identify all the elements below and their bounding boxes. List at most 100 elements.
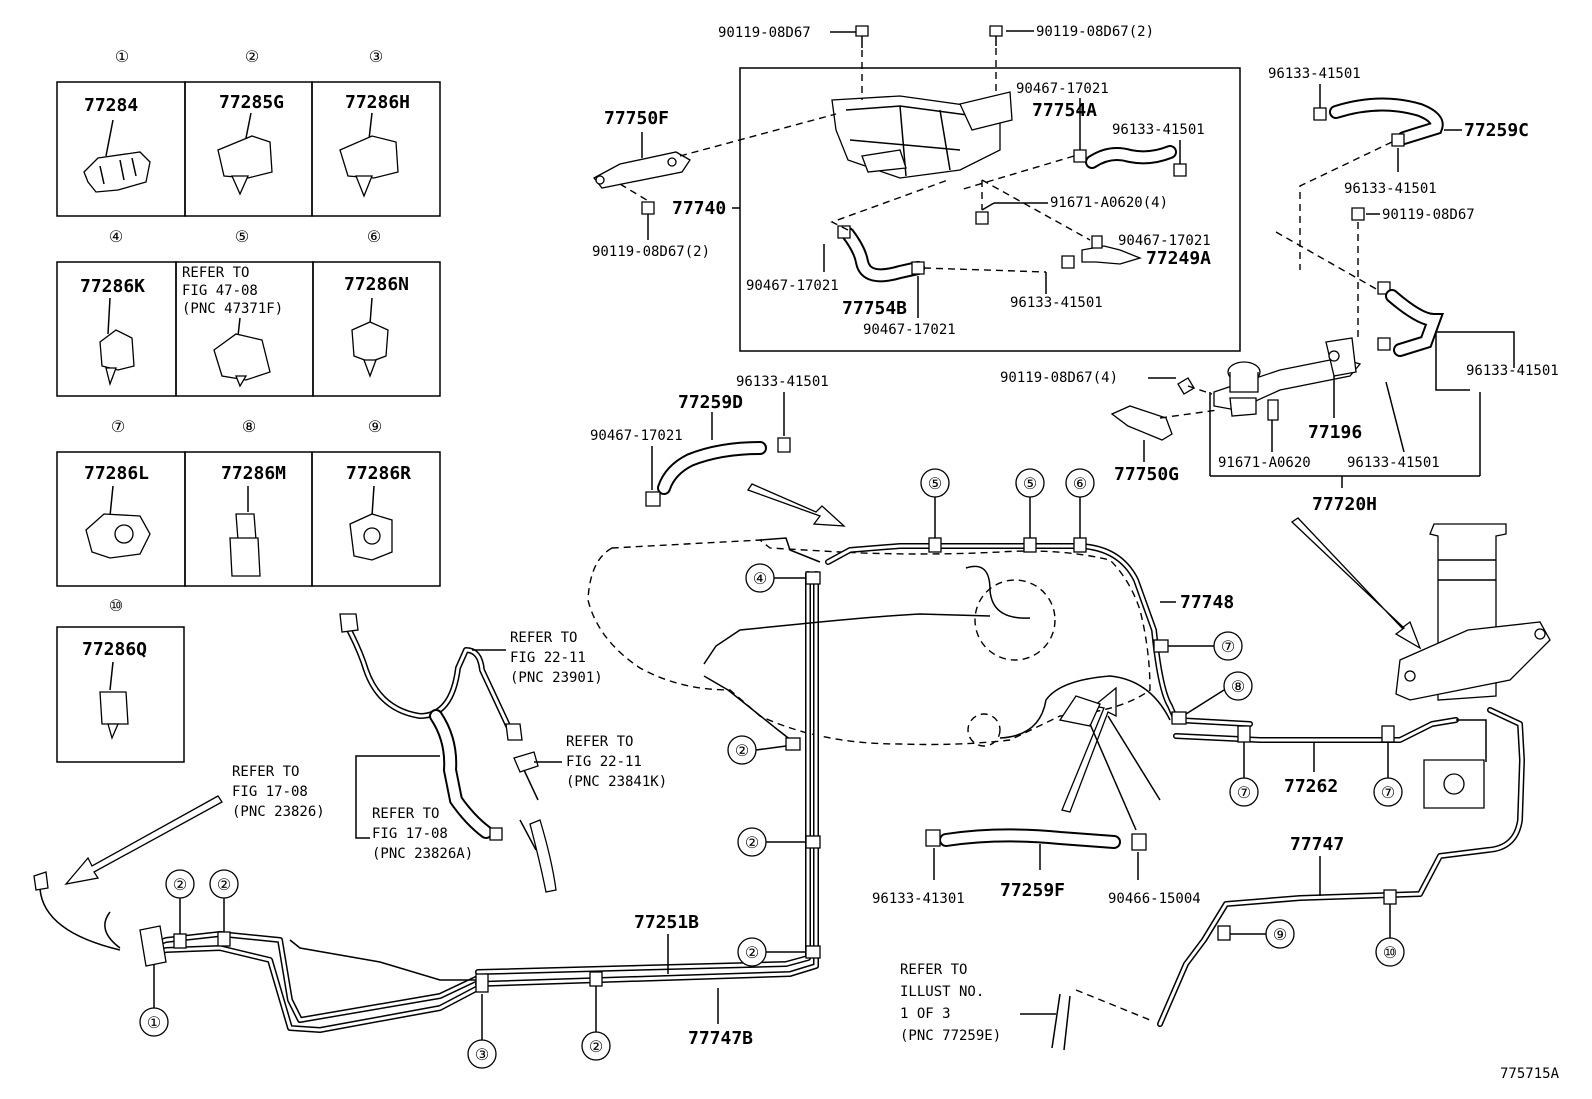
clip-9-cell[interactable] — [311, 451, 441, 587]
clip-3-icon — [339, 112, 399, 198]
clamp-m-label: 96133-41301 — [872, 891, 965, 907]
hose-77795[interactable] — [1275, 231, 1515, 391]
direction-arrow-icon — [1061, 686, 1117, 813]
clip-8-number: ⑧ — [242, 417, 256, 436]
bracket-77750g[interactable] — [1110, 405, 1219, 462]
clip-3-cell[interactable] — [311, 81, 441, 217]
clip-4-part-number: 77286K — [80, 276, 145, 297]
clamp-icon — [645, 491, 661, 507]
hose-77754b[interactable] — [823, 179, 1047, 318]
tube-77748[interactable] — [825, 543, 1253, 727]
filler-neck — [1058, 695, 1101, 727]
marker-3: ③ — [475, 1045, 489, 1064]
clip-3-number: ③ — [369, 47, 383, 66]
clip-9-icon — [349, 485, 393, 561]
tube-77747[interactable] — [1157, 707, 1525, 1027]
bolt-91671-4-label: 91671-A0620(4) — [1050, 195, 1168, 211]
marker-8: ⑧ — [1231, 677, 1245, 696]
tube-77262[interactable] — [1173, 717, 1459, 743]
bolt-icon — [1177, 377, 1195, 395]
tube-vertical-main[interactable] — [475, 571, 819, 987]
clamp-icon — [1073, 149, 1087, 163]
tube-77262-label: 77262 — [1284, 776, 1338, 797]
bolt-91671 — [1267, 399, 1279, 452]
bracket-77750f[interactable] — [593, 113, 837, 203]
marker-2f: ② — [589, 1037, 603, 1056]
marker-2c: ② — [745, 943, 759, 962]
ref-23841k-line-2: FIG 22-11 — [566, 754, 642, 770]
clip-1-number: ① — [115, 47, 129, 66]
ref-23901-line-1: REFER TO — [510, 630, 577, 646]
clamp-icon — [1173, 163, 1187, 177]
bolt-4-label: 90119-08D67(4) — [1000, 370, 1118, 386]
clip-5-number: ⑤ — [235, 227, 249, 246]
vsv-assembly-77720h[interactable] — [1209, 337, 1481, 488]
bolt-icon — [989, 25, 1003, 37]
fuel-tank-outline — [587, 539, 1171, 831]
marker-4: ④ — [753, 569, 767, 588]
clamp-l-label: 90467-17021 — [590, 428, 683, 444]
clamp-icon — [489, 827, 503, 841]
bolt-icon — [1351, 207, 1365, 221]
hose-77259e-reference — [1020, 989, 1151, 1051]
clip-1-part-number: 77284 — [84, 95, 138, 116]
ref-23826-line-2: FIG 17-08 — [232, 784, 308, 800]
clip-markers: ⑤ ⑤ ⑥ ④ ⑦ ⑧ ② ② ② ② — [139, 468, 1405, 1069]
bolt-top-right: 90119-08D67(2) — [989, 24, 1154, 96]
ref-23841k-line-3: (PNC 23841K) — [566, 774, 667, 790]
hose-77259d[interactable] — [645, 392, 791, 507]
clamp-c-label: 90467-17021 — [1118, 233, 1211, 249]
clip-2-number: ② — [245, 47, 259, 66]
marker-7c: ⑦ — [1381, 783, 1395, 802]
marker-9: ⑨ — [1273, 925, 1287, 944]
clip-4-number: ④ — [109, 227, 123, 246]
clip-7-part-number: 77286L — [84, 463, 149, 484]
bolt-icon — [855, 25, 869, 37]
hose-77259f[interactable] — [925, 828, 1147, 880]
hose-77754b-label: 77754B — [842, 298, 907, 319]
clamp-n-label: 90466-15004 — [1108, 891, 1201, 907]
clamp-icon — [925, 829, 941, 847]
clamp-e-label: 90467-17021 — [863, 322, 956, 338]
clip-2-part-number: 77285G — [219, 92, 284, 113]
clip-1-icon — [83, 119, 151, 193]
direction-arrow-icon — [746, 483, 846, 527]
clamp-d-label: 90467-17021 — [746, 278, 839, 294]
tube-77747b[interactable] — [147, 939, 481, 1033]
marker-7a: ⑦ — [1221, 637, 1235, 656]
hose-77249a[interactable] — [981, 179, 1142, 269]
ref-77259e-line-2: ILLUST NO. — [900, 984, 984, 1000]
canister-assembly-frame — [739, 67, 1241, 352]
hose-77259c[interactable] — [1299, 84, 1462, 270]
clip-4-icon — [99, 297, 135, 387]
clip-8-icon — [229, 486, 261, 577]
canister-assembly-group — [739, 67, 1241, 352]
clamp-g-label: 96133-41501 — [1268, 66, 1361, 82]
hose-77259d-label: 77259D — [678, 392, 743, 413]
clip-9-number: ⑨ — [368, 417, 382, 436]
clip-7-icon — [85, 485, 151, 559]
clamp-icon — [1377, 337, 1391, 351]
direction-arrow-icon — [1290, 517, 1422, 650]
ref-23841k-line-1: REFER TO — [566, 734, 633, 750]
clip-7-number: ⑦ — [111, 417, 125, 436]
clip-6-cell[interactable] — [312, 261, 441, 397]
hose-77754a[interactable] — [959, 98, 1187, 191]
clamp-a-label: 90467-17021 — [1016, 81, 1109, 97]
marker-2e: ② — [217, 875, 231, 894]
hose-77249a-label: 77249A — [1146, 248, 1211, 269]
bolt-4 — [1148, 377, 1213, 395]
clip-5-ref-line-3: (PNC 47371F) — [182, 301, 283, 317]
clip-10-cell[interactable] — [56, 626, 185, 763]
canister-bracket — [959, 91, 1013, 131]
part-77196-label: 77196 — [1308, 422, 1362, 443]
marker-2a: ② — [735, 741, 749, 760]
clamp-icon — [1091, 235, 1103, 249]
hose-77754a-label: 77754A — [1032, 100, 1097, 121]
clamp-icon — [777, 437, 791, 453]
clamp-j-label: 96133-41501 — [1347, 455, 1440, 471]
left-fuel-hoses — [339, 613, 557, 893]
clamp-f-label: 96133-41501 — [1010, 295, 1103, 311]
bracket-77750g-label: 77750G — [1114, 464, 1179, 485]
